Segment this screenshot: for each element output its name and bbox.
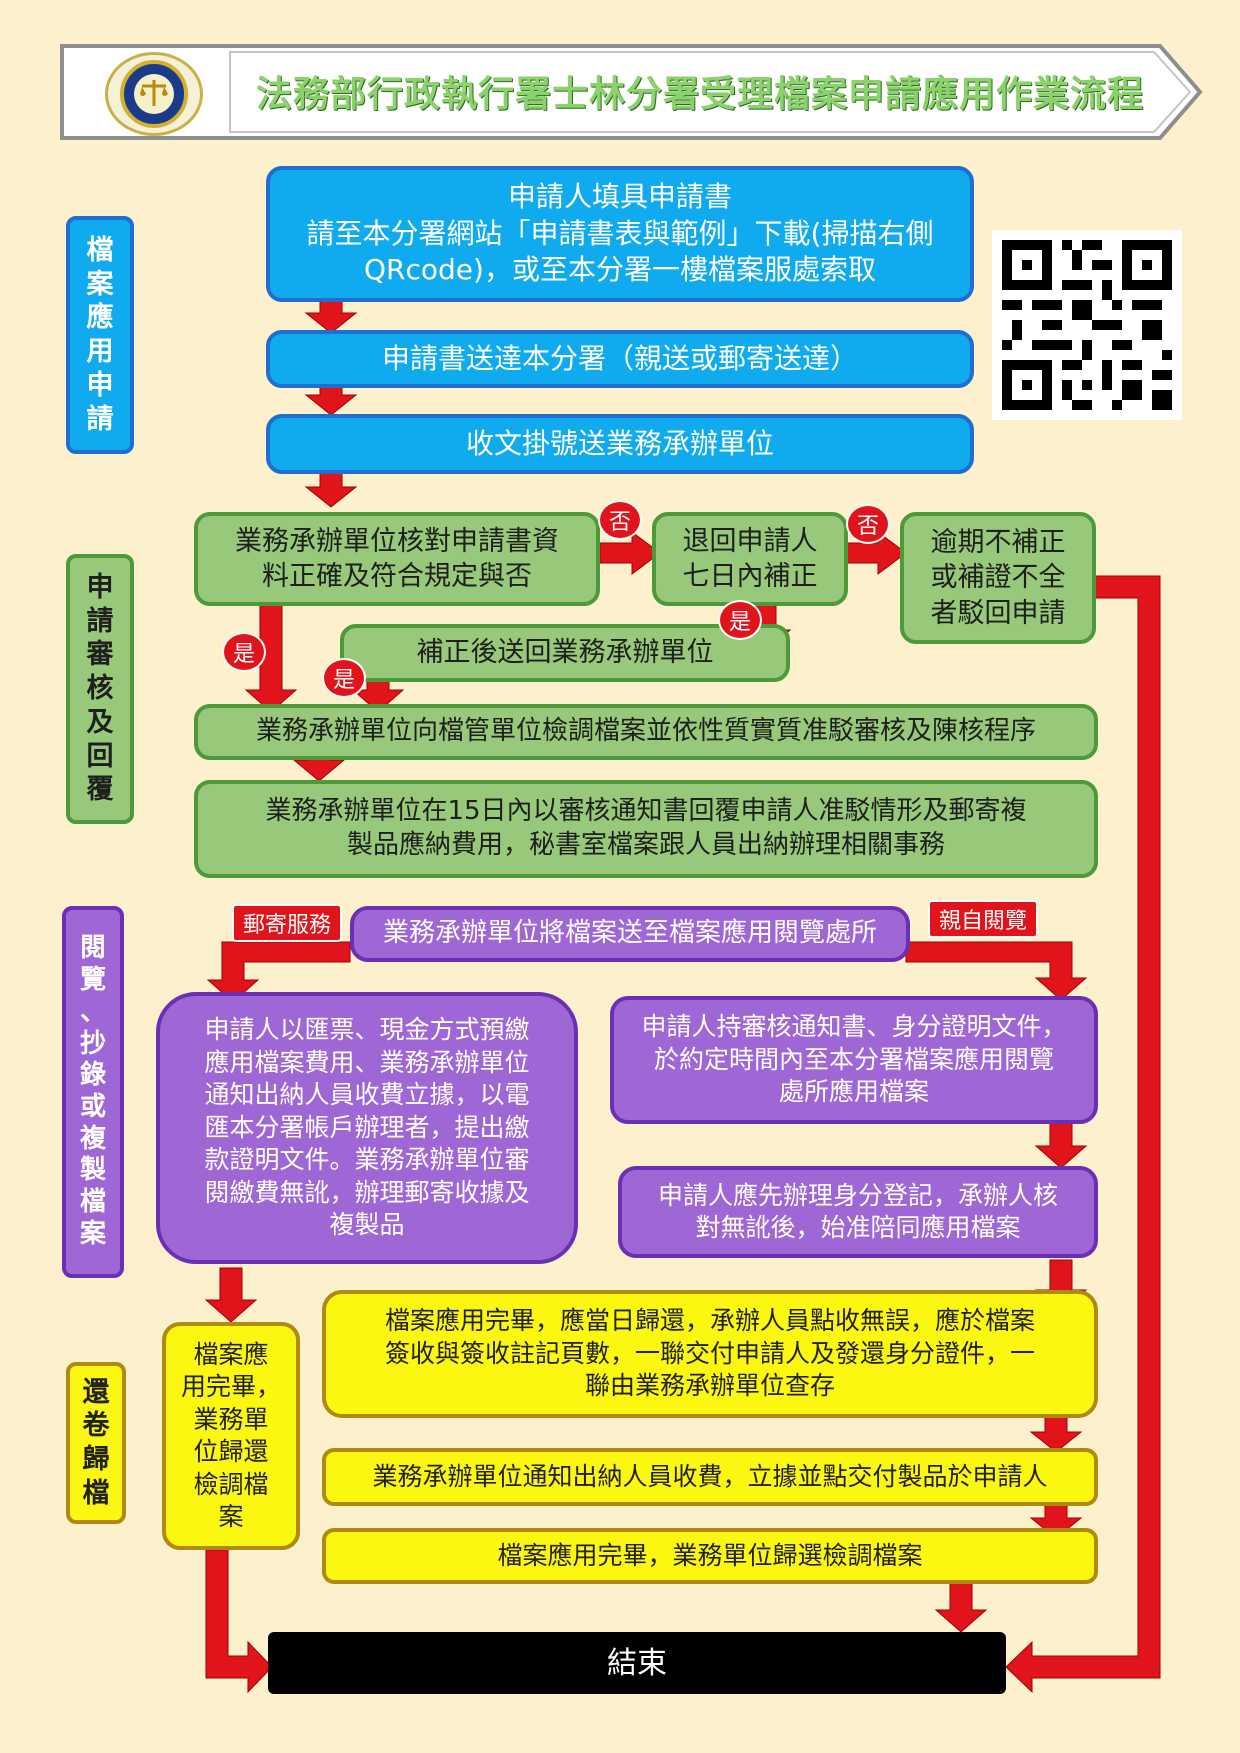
section-label-read: 閱覽、抄錄或複製檔案 <box>62 906 124 1278</box>
step-end: 結束 <box>268 1632 1006 1694</box>
decision-no-label: 否 <box>598 500 642 540</box>
section-label-review: 申請審核及回覆 <box>66 554 134 824</box>
logo-icon <box>105 52 203 136</box>
step-mail-payment: 申請人以匯票、現金方式預繳 應用檔案費用、業務承辦單位 通知出納人員收費立據，以… <box>156 992 578 1264</box>
decision-yes-label: 是 <box>322 658 366 698</box>
arrow-down <box>244 602 298 713</box>
section-label-apply: 檔案應用申請 <box>66 216 134 454</box>
arrow-left-branch <box>206 941 351 1003</box>
page-title: 法務部行政執行署士林分署受理檔案申請應用作業流程 <box>255 73 1144 115</box>
step-fill-form: 申請人填具申請書 請至本分署網站「申請書表與範例」下載(掃描右側 QRcode)… <box>266 166 974 302</box>
step-register: 收文掛號送業務承辦單位 <box>266 414 974 474</box>
step-finish-use: 檔案應用完畢，應當日歸還，承辦人員點收無誤，應於檔案 簽收與簽收註記頁數，一聯交… <box>322 1290 1098 1418</box>
tag-mail-service: 郵寄服務 <box>232 904 342 942</box>
arrow-elbow <box>205 1549 273 1694</box>
arrow-elbow <box>1005 575 1161 1694</box>
arrow-down <box>1029 1415 1083 1453</box>
step-resubmit: 補正後送回業務承辦單位 <box>340 624 790 682</box>
step-send-to-reading: 業務承辦單位將檔案送至檔案應用閱覽處所 <box>350 906 910 962</box>
decision-no-label: 否 <box>846 504 890 544</box>
section-label-return: 還卷歸檔 <box>66 1362 126 1524</box>
arrow-down <box>1034 1117 1088 1169</box>
step-identity-check: 申請人應先辦理身分登記，承辦人核 對無訛後，始准陪同應用檔案 <box>618 1166 1098 1258</box>
step-retrieve-review: 業務承辦單位向檔管單位檢調檔案並依性質實質准駁審核及陳核程序 <box>194 704 1098 760</box>
step-return-fix: 退回申請人 七日內補正 <box>652 512 848 606</box>
step-archive-return: 檔案應用完畢，業務單位歸選檢調檔案 <box>322 1528 1098 1584</box>
arrow-right-branch <box>905 941 1088 1001</box>
step-submit: 申請書送達本分署（親送或郵寄送達） <box>266 330 974 388</box>
step-overdue-reject: 逾期不補正 或補證不全 者駁回申請 <box>900 512 1096 644</box>
step-in-person: 申請人持審核通知書、身分證明文件， 於約定時間內至本分署檔案應用閱覽 處所應用檔… <box>610 996 1098 1124</box>
step-mail-return: 檔案應 用完畢， 業務單 位歸還 檢調檔 案 <box>162 1322 300 1550</box>
arrow-down <box>304 469 358 508</box>
arrow-down <box>934 1581 988 1633</box>
arrow-down <box>204 1267 258 1323</box>
tag-in-person-view: 親自閱覽 <box>928 900 1038 938</box>
step-verify: 業務承辦單位核對申請書資 料正確及符合規定與否 <box>194 512 600 606</box>
decision-yes-label: 是 <box>222 632 266 672</box>
step-cashier: 業務承辦單位通知出納人員收費，立據並點交付製品於申請人 <box>322 1448 1098 1506</box>
title-banner <box>60 44 1203 140</box>
arrow-right <box>599 531 661 575</box>
qr-code-icon[interactable] <box>992 230 1182 420</box>
step-reply: 業務承辦單位在15日內以審核通知書回覆申請人准駁情形及郵寄複 製品應納費用，秘書… <box>194 780 1098 878</box>
decision-yes-label: 是 <box>718 600 762 640</box>
